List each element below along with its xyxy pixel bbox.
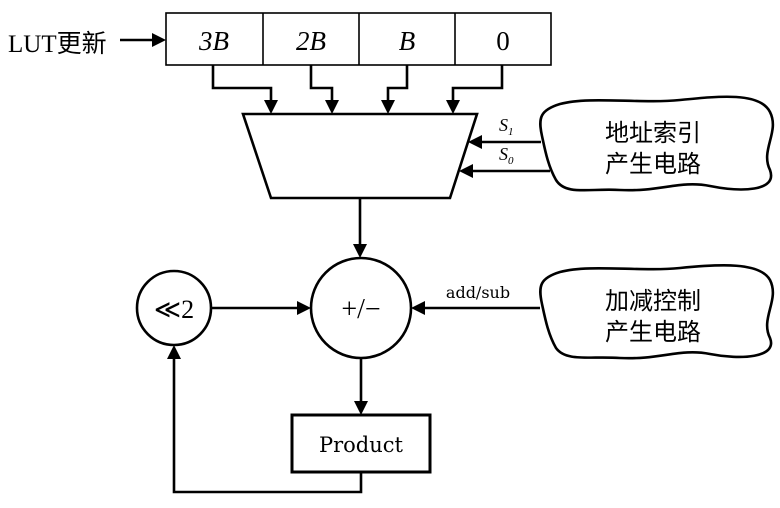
- address-index-line2: 产生电路: [605, 150, 701, 178]
- mux-to-adder-arrow: [353, 198, 367, 258]
- lut-to-mux-arrows: [211, 65, 504, 114]
- lut-table: 3B 2B B 0: [165, 12, 552, 66]
- addsub-control-line1: 加减控制: [605, 287, 701, 315]
- address-index-line1: 地址索引: [605, 119, 701, 147]
- select-s0-label: S0: [499, 144, 514, 167]
- feedback-arrow: [167, 345, 363, 494]
- lut-cell-2b: 2B: [296, 26, 326, 56]
- lut-cell-3b: 3B: [198, 26, 229, 56]
- select-s1-arrow: [468, 135, 541, 149]
- address-index-block: [539, 95, 775, 192]
- shift-left-2-label: ≪2: [154, 295, 194, 324]
- addsub-control-arrow: [411, 301, 540, 315]
- multiplexer: [241, 112, 479, 200]
- select-s0-arrow: [459, 164, 550, 178]
- addsub-signal-label: add/sub: [446, 283, 510, 302]
- addsub-control-block: [539, 263, 775, 360]
- addsub-control-line2: 产生电路: [605, 318, 701, 346]
- select-s1-label: S1: [499, 115, 514, 138]
- adder-subtractor-label: +/−: [341, 294, 380, 325]
- lut-update-label: LUT更新: [8, 30, 107, 58]
- lut-cell-b: B: [399, 26, 416, 56]
- lut-update-arrow: [120, 33, 166, 47]
- lut-cell-0: 0: [496, 26, 510, 56]
- product-register-label: Product: [319, 433, 404, 457]
- adder-to-product-arrow: [354, 358, 368, 415]
- shift-to-adder-arrow: [211, 301, 311, 315]
- product-register: [290, 413, 432, 474]
